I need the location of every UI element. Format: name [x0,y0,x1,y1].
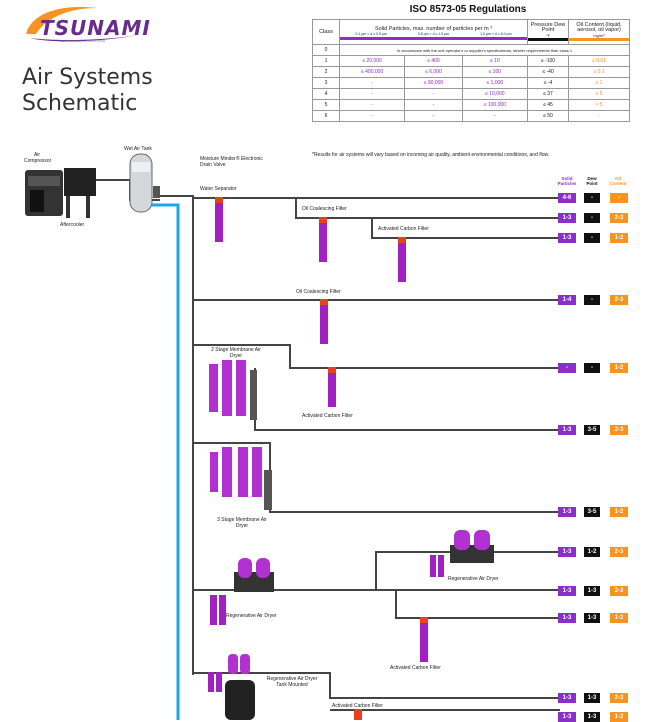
iso-sub-solid-3: 1.0 µm < d ≤ 5.0 µm [480,31,512,36]
label-oil-coalescing-1: Oil Coalescing Filter [302,206,347,212]
iso-header-oil: Oil Content (liquid, aerosol, oil vapor)… [568,19,630,45]
col-header-solid: Solid Particles [557,176,577,186]
result-solid-badge: 1-3 [558,547,576,557]
result-oil-badge: 2-3 [610,693,628,703]
iso-row: 4 - - ≤ 10,000 ≤ 37 ≤ 5 [312,88,630,100]
drain-valve-icon [153,186,160,198]
result-oil-badge: 2-3 [610,586,628,596]
label-aftercooler: Aftercooler [60,222,85,228]
label-activated-carbon-2: Activated Carbon Filter [302,413,353,419]
label-regen-dryer-1: Regenerative Air Dryer [226,613,277,619]
iso-sub-oil: mg/m³ [593,33,605,38]
label-water-separator: Water Separator [200,186,237,192]
drain-line [150,203,180,720]
iso-sub-solid-2: 0.5 µm < d ≤ 1.0 µm [417,31,450,36]
result-solid-badge: 1-3 [558,712,576,722]
iso-solid-bar [340,36,527,40]
result-oil-badge: 2-3 [610,295,628,305]
membrane-dryer-3-icon [210,447,272,510]
result-solid-badge: 1-3 [558,425,576,435]
iso-header-pressure-title: Pressure Dew Point [530,22,566,33]
iso-oil-bar [569,38,629,41]
label-regen-dryer-2: Regenerative Air Dryer [448,576,499,582]
label-membrane-3: 3 Stage Membrane Air Dryer [217,517,267,529]
iso-table: Class Solid Particles, max. number of pa… [312,19,630,122]
page-title-line1: Air Systems [22,65,153,90]
result-solid-badge: 1-3 [558,507,576,517]
regen-dryer-2-icon [430,530,494,577]
regen-dryer-1-icon [210,558,274,625]
iso-sub-pressure: °F [545,33,551,38]
result-solid-badge: 4-6 [558,193,576,203]
result-dew-badge: 1-3 [584,712,600,722]
label-activated-carbon-3: Activated Carbon Filter [390,665,441,671]
result-oil-badge: 1-2 [610,507,628,517]
iso-cell-oil: - [568,110,630,122]
logo: TSUNAMI COMPRESSED AIR SOLUTIONS [22,4,172,44]
tank-mounted-dryer-icon [208,654,255,720]
label-tank-mounted: Regenerative Air Dryer Tank Mounted [266,676,318,688]
label-wet-air-tank: Wet Air Tank [124,146,152,152]
iso-row: 3 - ≤ 90,000 ≤ 1,000 ≤ -4 ≤ 1 [312,77,630,89]
label-activated-carbon-4: Activated Carbon Filter [332,703,383,709]
page-title-line2: Schematic [22,91,138,116]
result-oil-badge: 2-3 [610,547,628,557]
result-oil-badge: 1-2 [610,613,628,623]
result-oil-badge: 2-3 [610,213,628,223]
iso-pressure-bar [528,38,568,41]
result-solid-badge: - [558,363,576,373]
iso-row: 2 ≤ 400,000 ≤ 6,000 ≤ 100 ≤ -40 ≤ 0.1 [312,66,630,78]
col-header-oil: Oil Content [609,176,627,186]
iso-table-title: ISO 8573-05 Regulations [409,4,527,15]
wet-air-tank-icon [129,153,153,213]
label-air-compressor: Air Compressor [24,152,52,164]
result-solid-badge: 1-3 [558,233,576,243]
logo-wordmark: TSUNAMI [40,16,151,40]
iso-sub-solid-1: 0.1 µm < d ≤ 0.5 µm [355,31,387,36]
result-solid-badge: 1-4 [558,295,576,305]
result-solid-badge: 1-3 [558,586,576,596]
result-dew-badge: 3-5 [584,507,600,517]
iso-header-oil-title: Oil Content (liquid, aerosol, oil vapor) [576,22,622,33]
result-dew-badge: - [584,295,600,305]
iso-header-solid-title: Solid Particles, max. number of particle… [374,25,493,32]
result-solid-badge: 1-3 [558,613,576,623]
iso-cell-solid: - [404,110,463,122]
result-dew-badge: 1-3 [584,693,600,703]
iso-footnote: *Results for air systems will vary based… [312,152,550,158]
result-dew-badge: - [584,213,600,223]
result-oil-badge: 1-2 [610,712,628,722]
result-dew-badge: 1-2 [584,547,600,557]
logo-swoosh-icon [26,7,152,42]
membrane-dryer-2-icon [209,360,257,420]
result-oil-badge: 2-3 [610,425,628,435]
result-solid-badge: 1-3 [558,693,576,703]
logo-tagline: COMPRESSED AIR SOLUTIONS [60,39,106,43]
col-header-dew: Dew Point [586,176,598,186]
result-dew-badge: 1-3 [584,586,600,596]
pipe-network [96,179,560,711]
iso-header-class: Class [312,19,340,45]
iso-cell-solid: - [461,110,529,122]
result-dew-badge: - [584,233,600,243]
result-dew-badge: - [584,193,600,203]
compressor-icon [25,170,63,216]
label-membrane-2: 2 Stage Membrane Air Dryer [211,347,261,359]
result-oil-badge: - [610,193,628,203]
iso-row: 6 - - - ≤ 50 - [312,110,630,122]
aftercooler-icon [64,168,96,218]
result-dew-badge: 1-3 [584,613,600,623]
result-solid-badge: 1-3 [558,213,576,223]
label-activated-carbon-1: Activated Carbon Filter [378,226,429,232]
result-oil-badge: 1-2 [610,363,628,373]
filter-icons [215,197,428,720]
iso-header-pressure: Pressure Dew Point °F [527,19,569,45]
result-dew-badge: 3-5 [584,425,600,435]
label-moisture-minder: Moisture Minder® Electronic Drain Valve [200,156,263,168]
result-dew-badge: - [584,363,600,373]
label-oil-coalescing-2: Oil Coalescing Filter [296,289,341,295]
result-oil-badge: 1-2 [610,233,628,243]
